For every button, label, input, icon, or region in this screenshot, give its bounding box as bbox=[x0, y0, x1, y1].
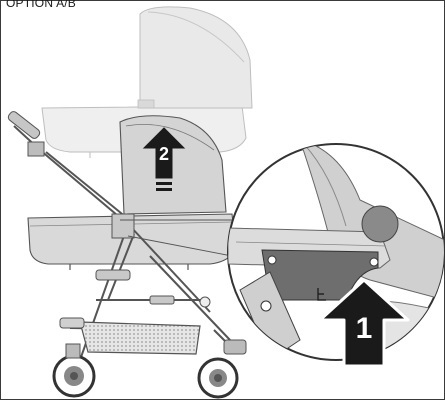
step-2-number: 2 bbox=[159, 144, 169, 164]
detail-zoom-circle bbox=[228, 140, 445, 360]
footrest bbox=[60, 318, 84, 328]
brake-pedal bbox=[150, 296, 174, 304]
fold-handle bbox=[96, 270, 130, 280]
step-1-number: 1 bbox=[356, 312, 373, 345]
frame-joint bbox=[112, 214, 134, 238]
rear-wheel bbox=[199, 340, 246, 397]
frame-pivot bbox=[200, 297, 210, 307]
handle-hinge bbox=[28, 142, 44, 156]
shopping-basket bbox=[80, 322, 200, 354]
